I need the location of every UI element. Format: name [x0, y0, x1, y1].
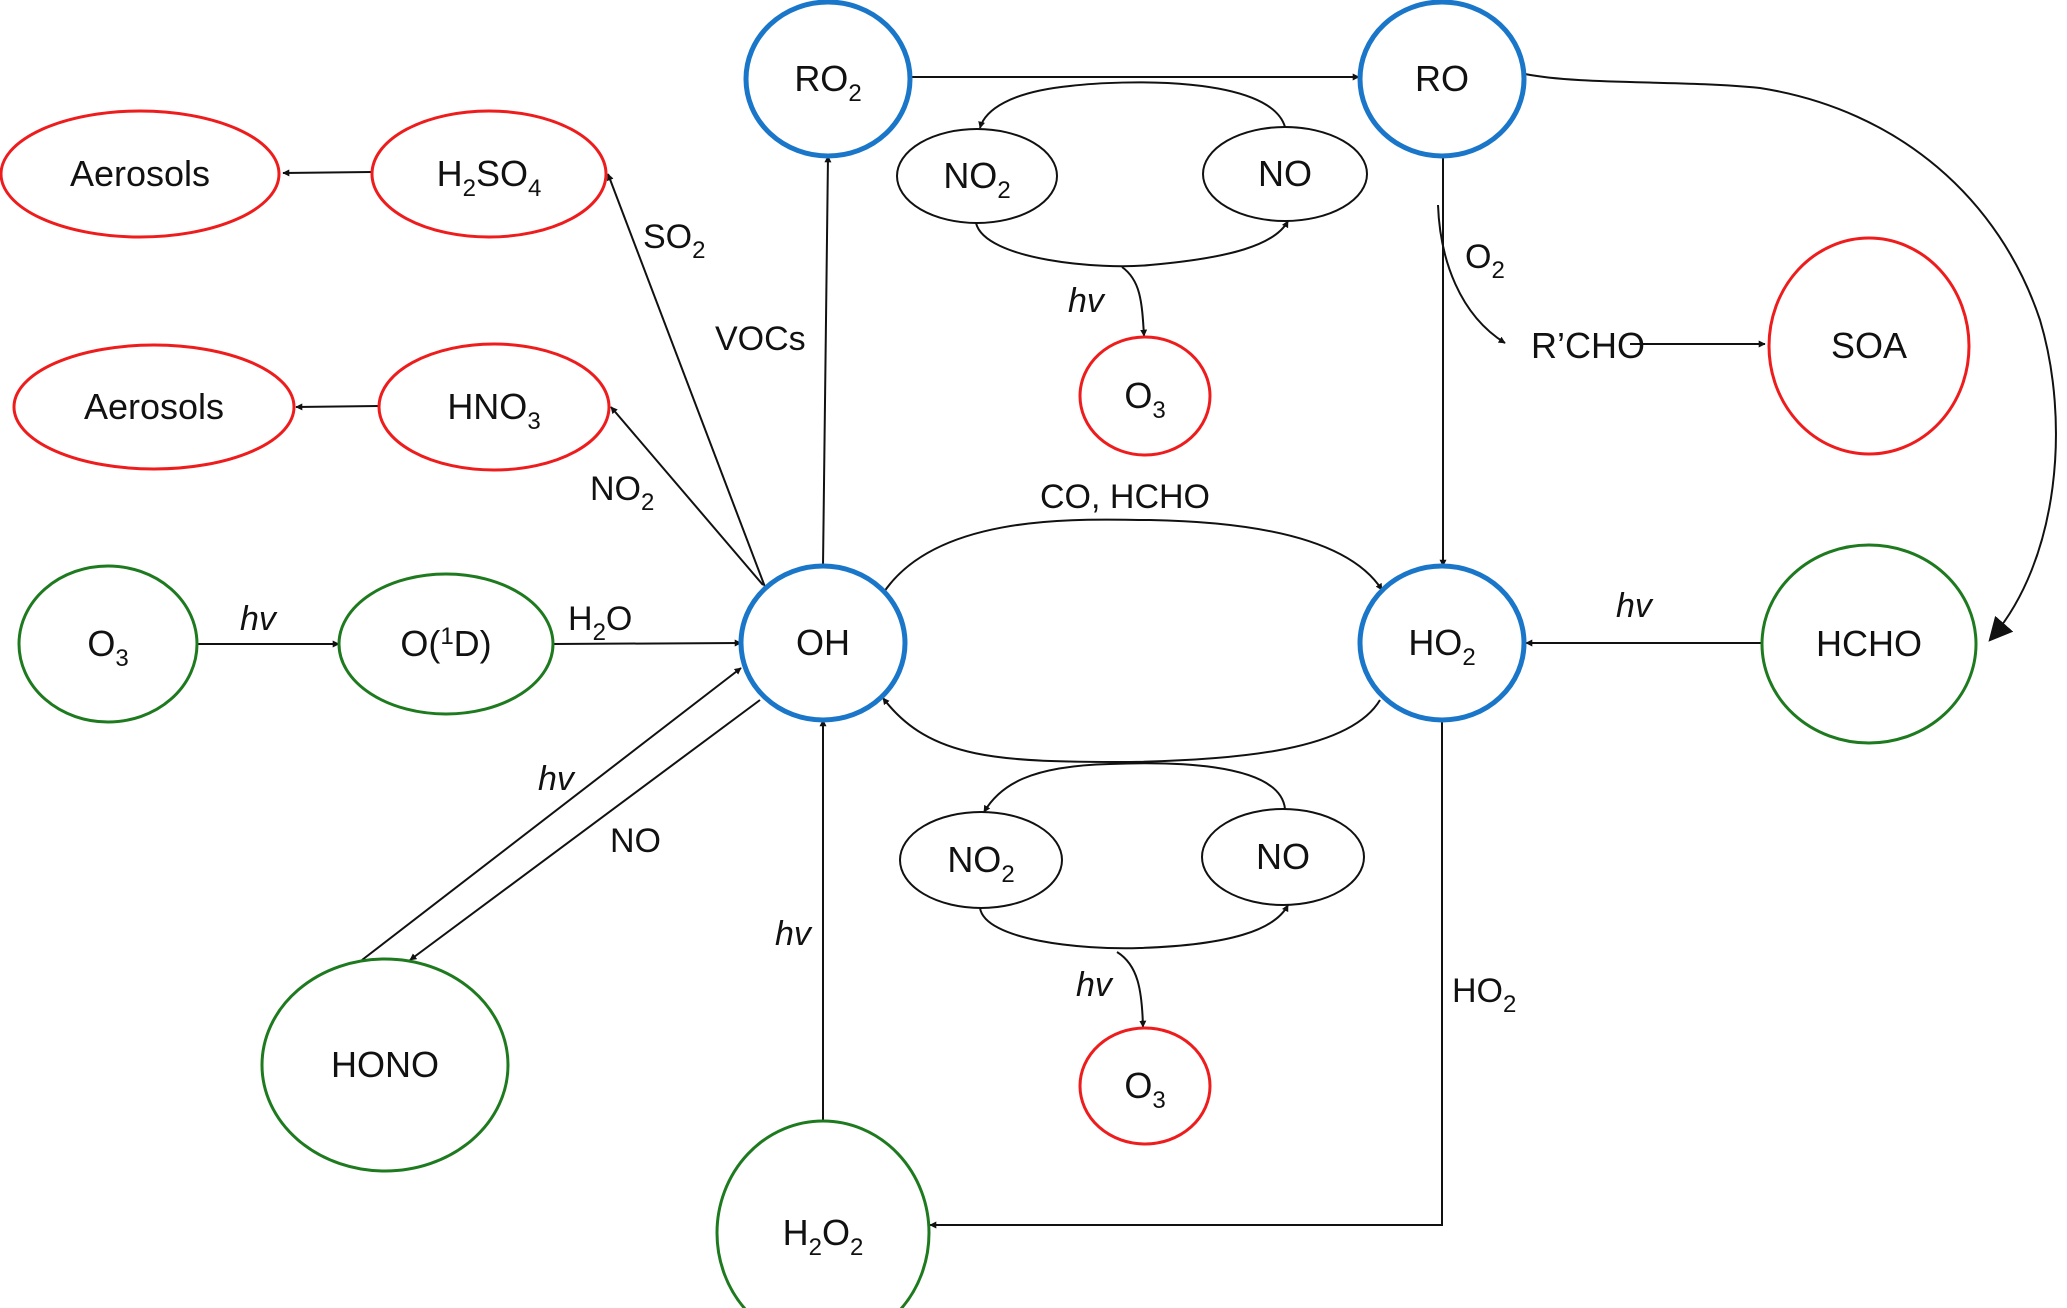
- node-label-hcho: HCHO: [1816, 623, 1922, 664]
- node-label-no_bottom: NO: [1256, 836, 1310, 877]
- node-o3_source: O3: [17, 564, 199, 724]
- edge-label-photolysis-to-o3-bottom: hv: [1076, 966, 1114, 1004]
- edge-label-oh-to-ho2: CO, HCHO: [1040, 478, 1210, 516]
- edge-h2so4-to-aerosols: [282, 169, 373, 177]
- node-shape-no_top: [1202, 126, 1368, 222]
- node-shape-hcho: [1760, 543, 1978, 745]
- node-oh: OH: [738, 563, 908, 723]
- free-label-rcho: R’CHO: [1531, 325, 1645, 366]
- edge-o1d-to-oh: [552, 639, 742, 647]
- edge-label-o3-to-o1d: hv: [240, 600, 278, 638]
- node-label-no_top: NO: [1258, 153, 1312, 194]
- node-h2so4: H2SO4: [370, 109, 608, 239]
- node-shape-soa: [1767, 236, 1971, 456]
- node-shape-ro: [1357, 0, 1527, 159]
- edge-label-ro-to-rcho: O2: [1465, 238, 1505, 284]
- edge-oh-to-hono: [409, 699, 761, 961]
- node-aerosols2: Aerosols: [12, 343, 296, 471]
- node-hno3: HNO3: [377, 342, 611, 472]
- node-aerosols1: Aerosols: [0, 109, 281, 239]
- node-no2_bottom: NO2: [899, 811, 1063, 909]
- node-shape-no2_top: [896, 128, 1058, 224]
- node-label-ho2: HO2: [1408, 622, 1475, 671]
- node-label-no2_bottom: NO2: [947, 839, 1014, 888]
- node-shape-no_bottom: [1201, 808, 1365, 906]
- edge-oh-to-ho2: [883, 518, 1383, 593]
- edge-oh-to-h2so4: [606, 173, 766, 588]
- edge-label-ho2-to-h2o2: HO2: [1452, 972, 1516, 1018]
- node-shape-h2so4: [370, 109, 608, 239]
- node-label-hno3: HNO3: [447, 386, 540, 435]
- edge-ro-to-rcho: [1437, 204, 1506, 344]
- node-shape-aerosols2: [12, 343, 296, 471]
- edge-hono-to-oh: [361, 667, 742, 961]
- edge-oh-to-hno3: [610, 406, 764, 586]
- node-hcho: HCHO: [1760, 543, 1978, 745]
- edge-no2-to-no-top: [975, 220, 1289, 268]
- node-shape-no2_bottom: [899, 811, 1063, 909]
- node-label-aerosols1: Aerosols: [70, 153, 210, 194]
- edge-label-oh-to-ro2: VOCs: [715, 320, 806, 358]
- node-ro: RO: [1357, 0, 1527, 159]
- node-label-ro2: RO2: [794, 58, 861, 107]
- edges-layer: [197, 73, 2057, 1229]
- edge-label-oh-to-hono: NO: [610, 822, 661, 860]
- node-label-aerosols2: Aerosols: [84, 386, 224, 427]
- node-o1d: O(1D): [337, 572, 555, 716]
- node-shape-oh: [738, 563, 908, 723]
- edge-photolysis-to-o3-top: [1121, 266, 1148, 337]
- node-shape-o1d: [337, 572, 555, 716]
- node-shape-ho2: [1357, 563, 1527, 723]
- node-shape-o3_top: [1078, 335, 1212, 457]
- node-h2o2: H2O2: [715, 1119, 931, 1308]
- edge-label-h2o2-to-oh: hv: [775, 915, 813, 953]
- edge-label-photolysis-to-o3-top: hv: [1068, 282, 1106, 320]
- node-no2_top: NO2: [896, 128, 1058, 224]
- node-label-o3_source: O3: [87, 623, 128, 672]
- edge-no-to-no2-top: [978, 81, 1286, 129]
- edge-photolysis-to-o3-bottom: [1116, 951, 1147, 1028]
- node-label-h2so4: H2SO4: [437, 153, 542, 202]
- node-label-o3_bottom: O3: [1124, 1065, 1165, 1114]
- node-no_bottom: NO: [1201, 808, 1365, 906]
- node-label-hono: HONO: [331, 1044, 439, 1085]
- node-label-ro: RO: [1415, 58, 1469, 99]
- node-label-h2o2: H2O2: [783, 1212, 864, 1261]
- node-o3_bottom: O3: [1078, 1026, 1212, 1146]
- edge-ro-to-hcho: [1524, 73, 2057, 642]
- node-shape-o3_bottom: [1078, 1026, 1212, 1146]
- node-soa: SOA: [1767, 236, 1971, 456]
- edge-ho2-to-h2o2: [929, 720, 1443, 1229]
- edge-oh-to-ro2: [822, 155, 832, 567]
- node-shape-h2o2: [715, 1119, 931, 1308]
- node-shape-o3_source: [17, 564, 199, 724]
- node-shape-hno3: [377, 342, 611, 472]
- edge-hno3-to-aerosols: [295, 403, 380, 411]
- node-label-oh: OH: [796, 622, 850, 663]
- node-label-no2_top: NO2: [943, 155, 1010, 204]
- edge-no-to-no2-bottom: [983, 762, 1286, 813]
- node-ho2: HO2: [1357, 563, 1527, 723]
- edge-ho2-to-oh: [882, 697, 1381, 764]
- node-no_top: NO: [1202, 126, 1368, 222]
- node-label-o3_top: O3: [1124, 375, 1165, 424]
- edge-no2-to-no-bottom: [979, 904, 1289, 950]
- node-label-soa: SOA: [1831, 325, 1907, 366]
- node-shape-hono: [260, 957, 510, 1173]
- edge-label-hono-to-oh: hv: [538, 760, 576, 798]
- edge-label-o1d-to-oh: H2O: [568, 600, 632, 646]
- node-label-o1d: O(1D): [400, 623, 491, 664]
- node-shape-aerosols1: [0, 109, 281, 239]
- node-ro2: RO2: [743, 0, 913, 159]
- node-hono: HONO: [260, 957, 510, 1173]
- node-o3_top: O3: [1078, 335, 1212, 457]
- edge-label-oh-to-h2so4: SO2: [643, 218, 705, 264]
- node-shape-ro2: [743, 0, 913, 159]
- edge-label-oh-to-hno3: NO2: [590, 470, 654, 516]
- edge-label-hcho-to-ho2: hv: [1616, 587, 1654, 625]
